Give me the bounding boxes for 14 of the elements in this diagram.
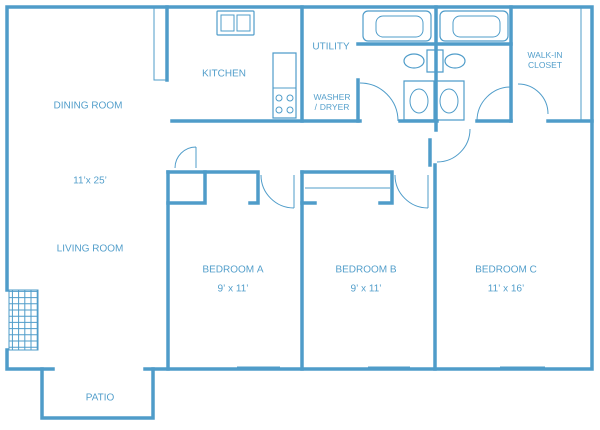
room-label: DINING ROOM: [54, 101, 122, 109]
room-label: 9’ x 11’: [351, 284, 381, 292]
room-label: BEDROOM A: [203, 265, 264, 273]
room-label: 11’x 25’: [74, 176, 106, 184]
room-label: 9’ x 11’: [218, 284, 248, 292]
room-label: KITCHEN: [202, 69, 246, 77]
room-label: WALK-IN CLOSET: [527, 52, 562, 68]
room-label: BEDROOM C: [476, 265, 536, 273]
room-label: PATIO: [86, 393, 114, 401]
room-label: LIVING ROOM: [57, 244, 123, 252]
room-label: 11’ x 16’: [488, 284, 524, 292]
room-label: WASHER / DRYER: [314, 94, 350, 110]
room-label: UTILITY: [313, 42, 350, 50]
room-label: BEDROOM B: [336, 265, 396, 273]
